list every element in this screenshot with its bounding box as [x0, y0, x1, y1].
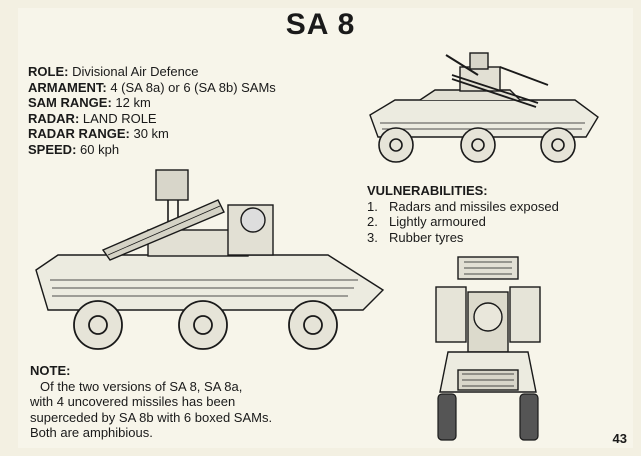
item-number: 1. [367, 198, 378, 214]
note-line: Both are amphibious. [30, 425, 153, 440]
list-item: 1. Radars and missiles exposed [367, 199, 559, 215]
spec-value: 60 kph [80, 141, 120, 157]
page-title: SA 8 [285, 8, 356, 41]
item-number: 3. [367, 229, 378, 245]
sa8b-side-view-large-illustration [35, 169, 385, 350]
spec-radar-range: RADAR RANGE: 30 km [28, 126, 276, 142]
spec-label: SPEED: [28, 141, 77, 157]
sa8a-side-view-small-illustration [369, 52, 599, 163]
item-number: 2. [367, 214, 378, 229]
item-text: Lightly armoured [389, 214, 486, 229]
spec-value: 4 (SA 8a) or 6 (SA 8b) SAMs [110, 79, 276, 95]
spec-speed: SPEED: 60 kph [28, 142, 276, 158]
spec-armament: ARMAMENT: 4 (SA 8a) or 6 (SA 8b) SAMs [28, 80, 276, 96]
spec-role: ROLE: Divisional Air Defence [28, 64, 276, 80]
spec-label: SAM RANGE: [28, 95, 112, 110]
item-text: Rubber tyres [389, 229, 464, 245]
item-text: Radars and missiles exposed [389, 198, 559, 214]
note-section: NOTE: Of the two versions of SA 8, SA 8a… [30, 363, 320, 441]
page-number: 43 [612, 431, 627, 446]
vulnerabilities-heading: VULNERABILITIES: [367, 183, 488, 198]
note-line: superceded by SA 8b with 6 boxed SAMs. [30, 409, 273, 425]
spec-sam-range: SAM RANGE: 12 km [28, 95, 276, 111]
spec-radar: RADAR: LAND ROLE [28, 111, 276, 127]
list-item: 3. Rubber tyres [367, 230, 559, 246]
spec-value: Divisional Air Defence [72, 64, 199, 79]
spec-label: RADAR: [28, 110, 80, 126]
vulnerabilities-list: 1. Radars and missiles exposed 2. Lightly … [367, 199, 559, 246]
spec-value: LAND ROLE [82, 110, 157, 126]
spec-label: RADAR RANGE: [28, 126, 130, 141]
note-line: with 4 uncovered missiles has been [30, 394, 236, 409]
note-line: Of the two versions of SA 8, SA 8a, [40, 378, 243, 394]
sa8-front-view-illustration [435, 256, 541, 441]
spec-list: ROLE: Divisional Air Defence ARMAMENT: 4… [28, 64, 276, 157]
spec-label: ROLE: [28, 64, 69, 79]
note-heading: NOTE: [30, 363, 71, 378]
spec-value: 30 km [133, 126, 169, 141]
spec-label: ARMAMENT: [28, 79, 107, 95]
list-item: 2. Lightly armoured [367, 214, 559, 230]
spec-value: 12 km [115, 95, 151, 110]
vulnerabilities-section: VULNERABILITIES: 1. Radars and missiles e… [367, 183, 559, 245]
